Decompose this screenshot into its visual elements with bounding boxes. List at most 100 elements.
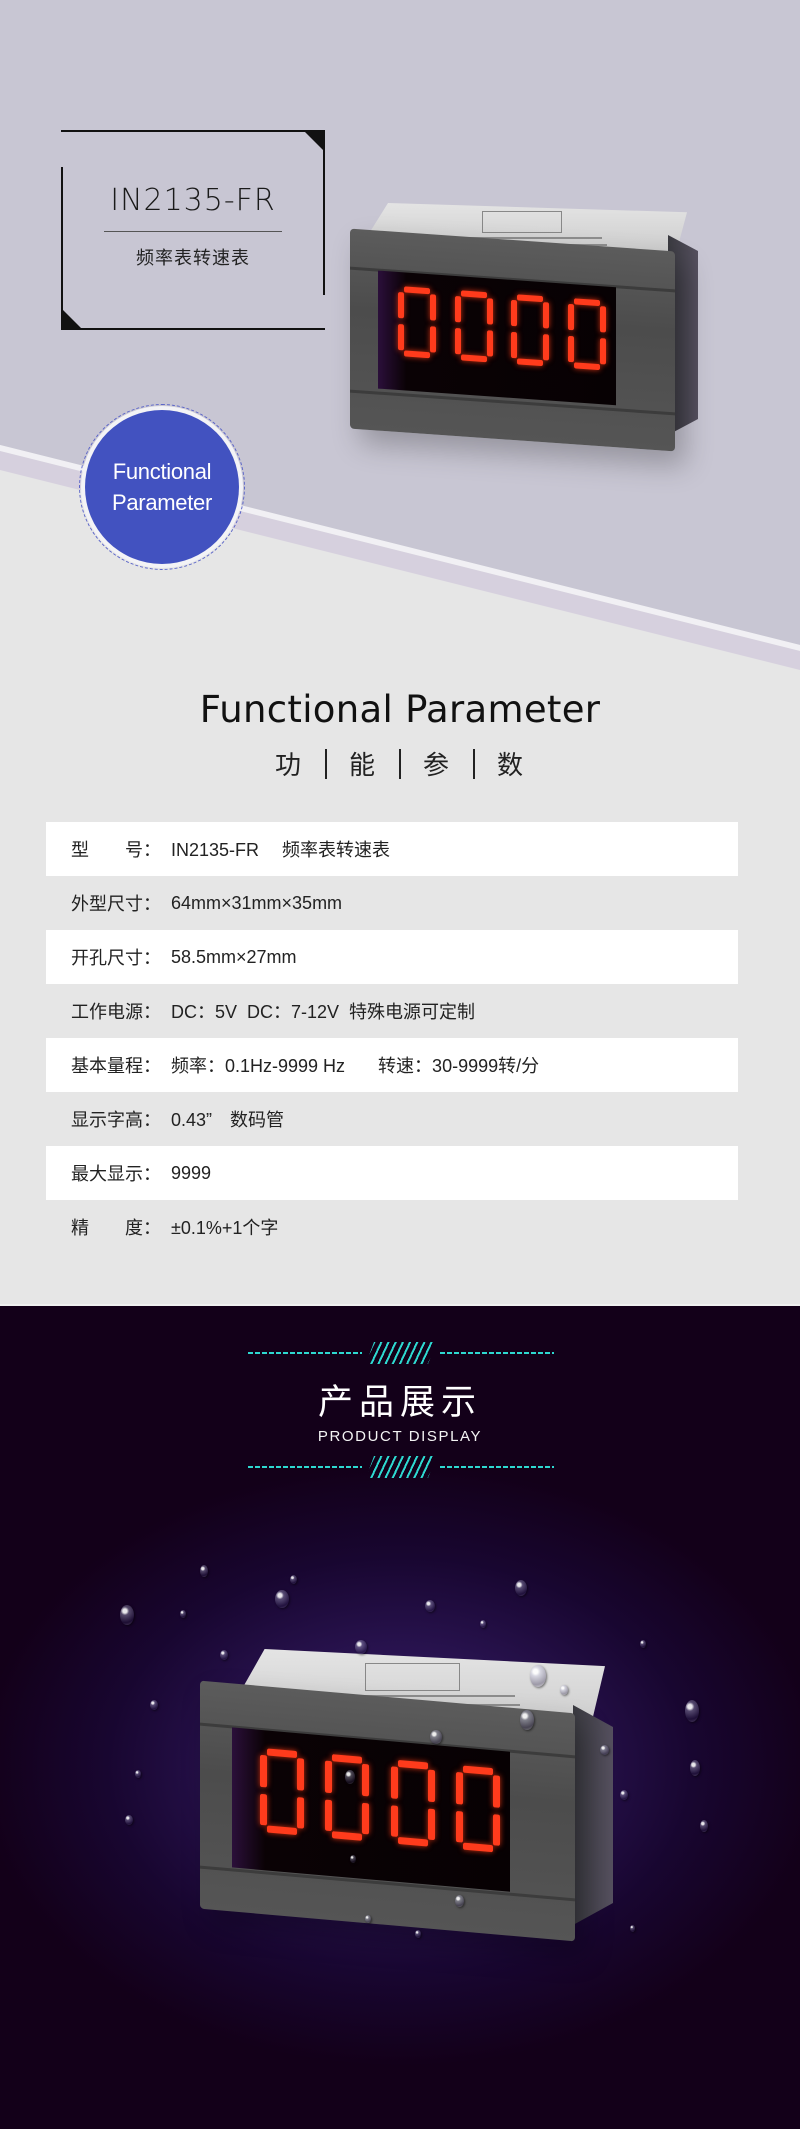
water-droplet — [530, 1665, 546, 1687]
led-digit — [260, 1748, 304, 1836]
water-droplet — [515, 1580, 527, 1596]
spec-label: 外型尺寸： — [71, 894, 161, 914]
led-digit — [567, 298, 606, 371]
spec-label: 精 度： — [71, 1218, 161, 1238]
water-droplet — [600, 1745, 609, 1755]
frame-top-line — [61, 130, 325, 132]
water-droplet — [345, 1770, 355, 1784]
water-droplet — [125, 1815, 133, 1825]
frame-right-line — [323, 130, 325, 295]
model-title-frame: IN2135-FR 频率表转速表 — [61, 130, 325, 330]
water-droplet — [630, 1925, 635, 1932]
water-droplet — [355, 1640, 367, 1654]
water-droplet — [690, 1760, 700, 1776]
led-digit — [390, 1759, 435, 1847]
led-digits — [398, 286, 606, 381]
spec-label: 最大显示： — [71, 1164, 161, 1184]
display-subtitle: PRODUCT DISPLAY — [317, 1428, 483, 1445]
led-digit — [454, 290, 493, 363]
spec-value: 58.5mm×27mm — [171, 946, 297, 967]
device-front-bezel — [200, 1680, 575, 1942]
spec-row-model: 型 号： IN2135-FR 频率表转速表 — [46, 822, 738, 876]
spec-row-range: 基本量程： 频率：0.1Hz-9999 Hz 转速：30-9999转/分 — [46, 1038, 738, 1092]
badge-line-2: Parameter — [111, 490, 212, 515]
water-droplet — [290, 1575, 297, 1584]
spec-value: 频率：0.1Hz-9999 Hz 转速：30-9999转/分 — [171, 1056, 540, 1076]
hatch-stripes-icon — [366, 1342, 436, 1364]
frame-bottom-line — [61, 328, 325, 330]
led-digit — [455, 1765, 500, 1853]
spec-value: 0.43” 数码管 — [171, 1110, 285, 1130]
device-side — [573, 1705, 613, 1925]
water-droplet — [455, 1895, 464, 1907]
water-droplet — [365, 1915, 371, 1923]
top-decoration — [248, 1342, 554, 1364]
spec-label: 显示字高： — [71, 1110, 161, 1130]
parameters-header: Functional Parameter 功 能 参 数 — [0, 688, 800, 782]
parameters-title: Functional Parameter — [199, 688, 601, 731]
spec-row-max-display: 最大显示： 9999 — [46, 1146, 738, 1200]
title-divider — [104, 231, 282, 232]
bottom-decoration — [248, 1456, 554, 1478]
device-front-bezel — [350, 228, 675, 452]
water-droplet — [220, 1650, 228, 1660]
parameters-subtitle: 功 能 参 数 — [0, 745, 800, 782]
water-droplet — [430, 1730, 442, 1744]
display-title: 产品展示 — [317, 1383, 482, 1422]
dashed-line — [248, 1352, 362, 1354]
display-device-image — [195, 1645, 615, 1942]
led-digit — [511, 294, 550, 367]
water-droplet — [135, 1770, 141, 1778]
water-droplet — [120, 1605, 134, 1625]
spec-table: 型 号： IN2135-FR 频率表转速表 外型尺寸： 64mm×31mm×35… — [46, 822, 738, 1254]
spec-value: IN2135-FR 频率表转速表 — [171, 840, 391, 860]
product-name: 频率表转速表 — [136, 248, 250, 268]
spec-row-accuracy: 精 度： ±0.1%+1个字 — [46, 1200, 738, 1254]
separator — [399, 748, 401, 779]
spec-label: 型 号： — [71, 840, 161, 860]
separator — [473, 748, 476, 779]
spec-value: DC：5V DC：7-12V 特殊电源可定制 — [171, 1002, 476, 1022]
water-droplet — [415, 1930, 421, 1938]
water-droplet — [425, 1600, 435, 1612]
water-droplet — [350, 1855, 356, 1863]
spec-value: 9999 — [171, 1162, 212, 1183]
hero-section: IN2135-FR 频率表转速表 Functiona — [0, 0, 800, 700]
spec-row-digit-height: 显示字高： 0.43” 数码管 — [46, 1092, 738, 1146]
hatch-stripes-icon — [366, 1456, 436, 1478]
badge-dashed-ring — [79, 404, 245, 570]
spec-row-power: 工作电源： DC：5V DC：7-12V 特殊电源可定制 — [46, 984, 738, 1038]
subtitle-char: 数 — [497, 750, 526, 780]
frame-left-line — [61, 167, 63, 330]
separator — [324, 748, 327, 779]
dashed-line — [440, 1352, 554, 1354]
spec-row-cutout: 开孔尺寸： 58.5mm×27mm — [46, 930, 738, 984]
led-display-window — [378, 270, 616, 406]
spec-value: 64mm×31mm×35mm — [171, 892, 343, 913]
water-droplet — [640, 1640, 646, 1648]
water-droplet — [685, 1700, 699, 1722]
water-droplet — [150, 1700, 158, 1710]
dashed-line — [248, 1466, 362, 1468]
subtitle-char: 能 — [348, 750, 377, 780]
spec-value: ±0.1%+1个字 — [171, 1218, 279, 1238]
water-droplet — [480, 1620, 486, 1628]
water-droplet — [620, 1790, 628, 1800]
spec-label: 基本量程： — [71, 1056, 161, 1076]
led-digit — [325, 1754, 370, 1842]
subtitle-char: 功 — [274, 750, 303, 780]
functional-parameter-badge: Functional Parameter — [85, 410, 239, 564]
hero-device-image — [340, 195, 710, 455]
frame-corner-icon — [61, 308, 83, 330]
water-droplet — [275, 1590, 289, 1608]
badge-line-1: Functional — [112, 459, 212, 484]
led-digits — [260, 1748, 500, 1865]
dashed-line — [440, 1466, 554, 1468]
frame-corner-icon — [303, 130, 325, 152]
spec-row-dimensions: 外型尺寸： 64mm×31mm×35mm — [46, 876, 738, 930]
led-display-window — [232, 1727, 510, 1892]
subtitle-char: 参 — [423, 750, 452, 780]
water-droplet — [560, 1685, 568, 1695]
water-droplet — [700, 1820, 708, 1832]
spec-label: 工作电源： — [71, 1002, 161, 1022]
